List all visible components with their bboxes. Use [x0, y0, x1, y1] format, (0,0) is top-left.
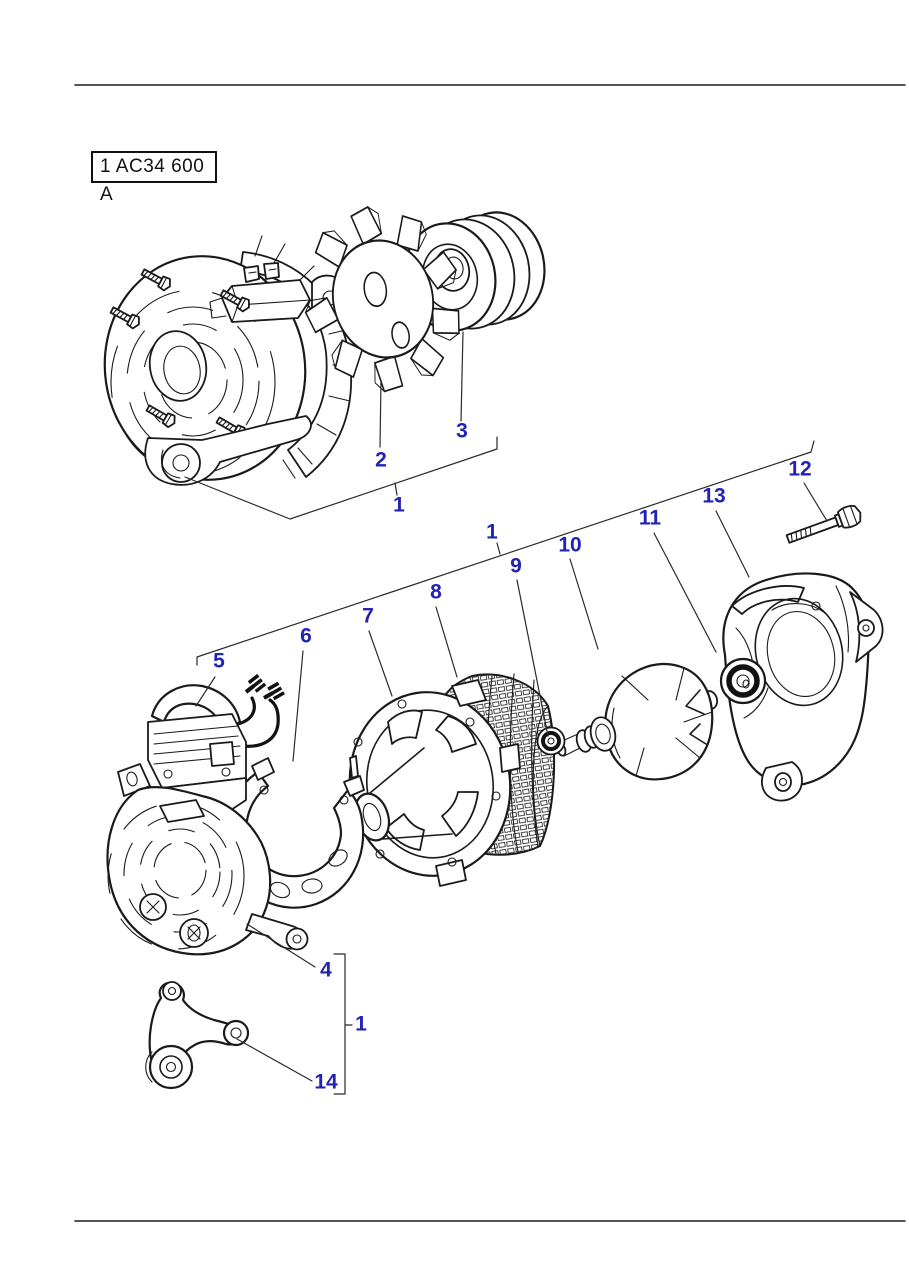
- figure-label-box: 1 AC34 600 A: [91, 151, 217, 205]
- page-rules: [74, 84, 906, 1222]
- part-clamp-drawing: [145, 981, 250, 1090]
- part-rear-housing-drawing: [722, 572, 884, 802]
- callout-11: 11: [638, 506, 662, 530]
- callout-5: 5: [213, 649, 225, 673]
- callout-10: 10: [558, 533, 582, 557]
- callout-6: 6: [300, 624, 312, 648]
- callout-8: 8: [430, 580, 442, 604]
- figure-label-text: 1 AC34 600 A: [100, 156, 205, 205]
- callout-12: 12: [788, 457, 812, 481]
- callout-2: 2: [375, 448, 387, 472]
- part-drive-end-bracket-drawing: [348, 679, 521, 887]
- part-small-bearing-drawing: [536, 726, 566, 756]
- callout-13: 13: [702, 484, 726, 508]
- callout-4: 4: [320, 958, 332, 982]
- callout-3: 3: [456, 419, 468, 443]
- callout-9: 9: [510, 554, 522, 578]
- callout-1: 1: [355, 1012, 367, 1036]
- leader-lines: [184, 331, 828, 1095]
- callout-1: 1: [486, 520, 498, 544]
- part-bolt-drawing: [785, 505, 862, 544]
- callout-7: 7: [362, 604, 374, 628]
- part-alternator-assembly-drawing: [103, 235, 356, 486]
- part-bearing-drawing: [719, 657, 767, 705]
- part-fan-drawing: [302, 204, 464, 393]
- callout-1: 1: [393, 493, 405, 517]
- part-regulator-drawing: [147, 673, 285, 813]
- part-end-housing-drawing: [106, 763, 309, 956]
- callout-14: 14: [314, 1070, 338, 1094]
- part-rotor-drawing: [555, 662, 714, 781]
